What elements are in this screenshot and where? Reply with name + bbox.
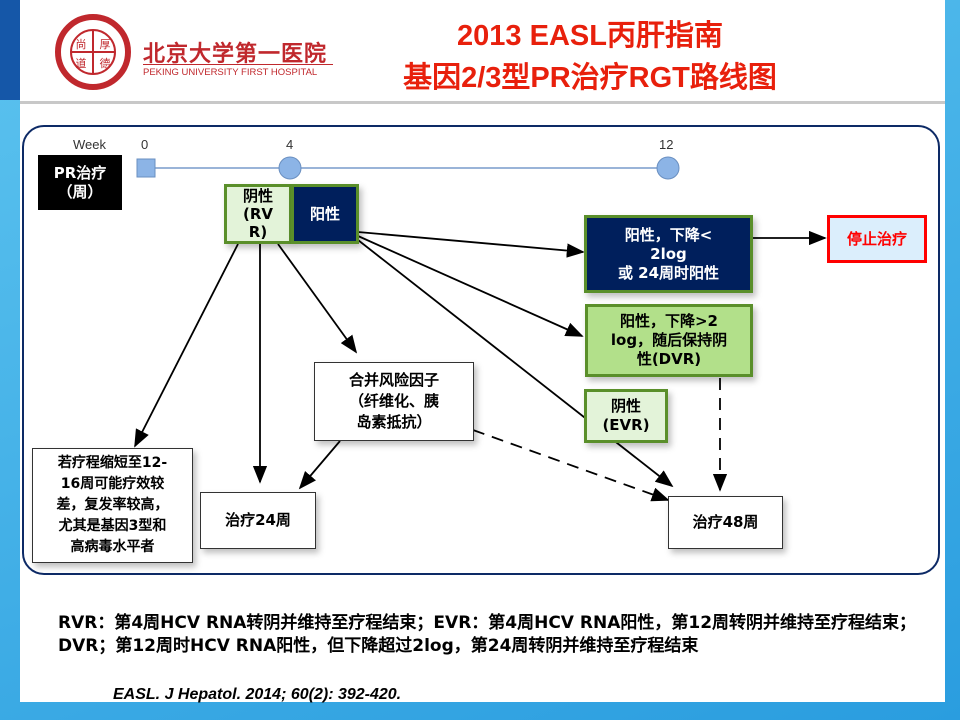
- header-divider: [20, 101, 945, 104]
- citation: EASL. J Hepatol. 2014; 60(2): 392-420.: [113, 686, 402, 703]
- node-dvr: 阳性，下降>2 log，随后保持阴 性(DVR): [585, 304, 753, 377]
- node-stop-treatment: 停止治疗: [827, 215, 927, 263]
- seal-icon: 尚 厚 道 德: [55, 14, 131, 90]
- node-short-course-note: 若疗程缩短至12- 16周可能疗效较 差，复发率较高， 尤其是基因3型和 高病毒…: [32, 448, 193, 563]
- arrow-pos-dvr: [357, 235, 584, 337]
- svg-text:尚: 尚: [76, 37, 87, 51]
- node-treat-48-weeks: 治疗48周: [668, 496, 783, 549]
- arrow-pos-decline: [357, 231, 585, 258]
- pr-treatment-label: PR治疗 （周）: [38, 155, 122, 210]
- arrow-risk-48: [472, 429, 670, 502]
- left-accent-bar: [0, 0, 20, 100]
- node-rvr: 阴性 (RV R): [224, 184, 292, 244]
- node-treat-24-weeks: 治疗24周: [200, 492, 316, 549]
- logo-name-en: PEKING UNIVERSITY FIRST HOSPITAL: [143, 64, 333, 78]
- tick-12: 12: [659, 137, 674, 152]
- node-risk-factors: 合并风险因子 （纤维化、胰 岛素抵抗）: [314, 362, 474, 441]
- title-line-2: 基因2/3型PR治疗RGT路线图: [403, 62, 777, 94]
- node-positive: 阳性: [291, 184, 359, 244]
- tick-4: 4: [286, 137, 294, 152]
- arrow-pos-48: [357, 239, 674, 488]
- node-decline-less-2log: 阳性，下降< 2log 或 24周时阳性: [584, 215, 753, 293]
- svg-text:道: 道: [76, 56, 87, 70]
- arrow-risk-24: [298, 440, 341, 490]
- tick-0: 0: [141, 137, 149, 152]
- week4-marker: [278, 156, 302, 180]
- arrow-rvr-risk: [277, 243, 358, 354]
- svg-text:厚: 厚: [100, 38, 111, 51]
- hospital-logo: 尚 厚 道 德 北京大学第一医院 PEKING UNIVERSITY FIRST…: [55, 12, 335, 92]
- arrow-rvr-short: [134, 243, 239, 448]
- week0-marker: [136, 158, 156, 178]
- week-label: Week: [73, 137, 106, 152]
- definitions-text: RVR：第4周HCV RNA转阴并维持至疗程结束；EVR：第4周HCV RNA阳…: [58, 613, 917, 656]
- node-evr: 阴性 (EVR): [584, 389, 668, 443]
- svg-text:德: 德: [100, 56, 111, 70]
- logo-name-cn: 北京大学第一医院: [143, 42, 328, 67]
- title-line-1: 2013 EASL丙肝指南: [457, 20, 723, 52]
- week12-marker: [656, 156, 680, 180]
